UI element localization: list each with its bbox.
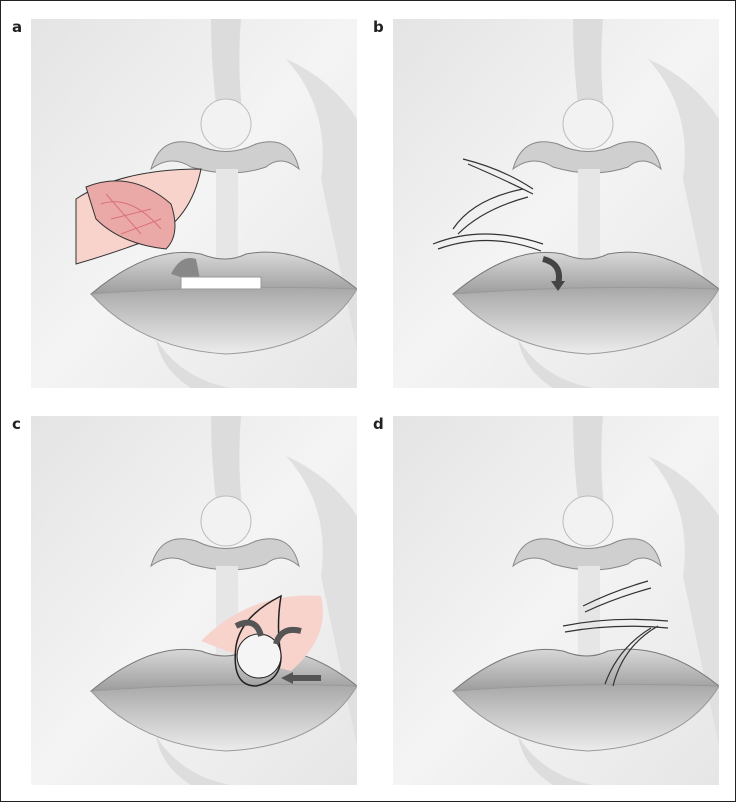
panel-label-d: d bbox=[373, 415, 384, 433]
panel-b-illustration bbox=[393, 19, 719, 388]
panel-d-illustration bbox=[393, 416, 719, 785]
panel-label-c: c bbox=[12, 415, 21, 433]
panel-label-b: b bbox=[373, 18, 384, 36]
panel-label-a: a bbox=[12, 18, 23, 36]
panel-c-illustration bbox=[31, 416, 357, 785]
panel-a-illustration bbox=[31, 19, 357, 388]
